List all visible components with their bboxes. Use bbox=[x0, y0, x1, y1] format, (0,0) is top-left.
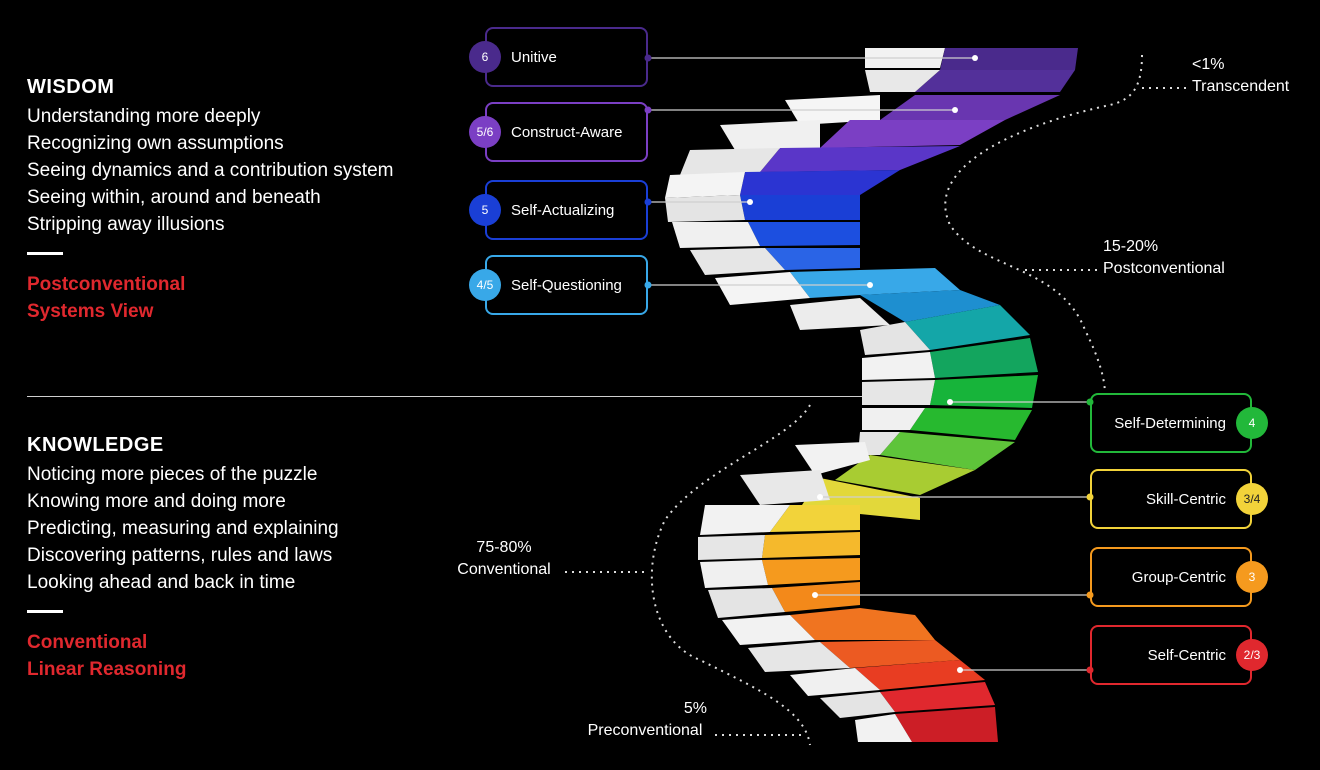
wisdom-red-line: Postconventional bbox=[27, 274, 186, 295]
pct-value: 75-80% bbox=[476, 539, 532, 556]
knowledge-line: Noticing more pieces of the puzzle bbox=[27, 464, 318, 485]
pct-postconventional: 15-20% Postconventional bbox=[1103, 236, 1225, 280]
stage-badge: 4/5 bbox=[469, 269, 501, 301]
stage-badge: 4 bbox=[1236, 407, 1268, 439]
pct-value: 5% bbox=[683, 700, 707, 717]
stage-skill-centric: Skill-Centric 3/4 bbox=[1090, 469, 1268, 529]
stage-badge: 2/3 bbox=[1236, 639, 1268, 671]
pct-label: Preconventional bbox=[587, 722, 703, 739]
knowledge-section: KNOWLEDGE Noticing more pieces of the pu… bbox=[27, 434, 339, 683]
connector-dots bbox=[747, 55, 978, 673]
stage-label: Self-Centric bbox=[1147, 646, 1226, 664]
pct-conventional: 75-80% Conventional bbox=[448, 537, 560, 581]
pct-value: 15-20% bbox=[1103, 238, 1159, 255]
pct-transcendent: <1% Transcendent bbox=[1192, 54, 1289, 98]
stage-badge: 3 bbox=[1236, 561, 1268, 593]
connector-lines bbox=[648, 57, 1090, 671]
stage-label: Self-Actualizing bbox=[511, 201, 615, 219]
pct-label: Conventional bbox=[457, 561, 551, 578]
wisdom-dash bbox=[27, 252, 63, 255]
stage-self-centric: Self-Centric 2/3 bbox=[1090, 625, 1268, 685]
stage-self-determining: Self-Determining 4 bbox=[1090, 393, 1268, 453]
wisdom-line: Stripping away illusions bbox=[27, 214, 225, 235]
stair-steps bbox=[665, 48, 1078, 742]
knowledge-line: Knowing more and doing more bbox=[27, 491, 286, 512]
knowledge-red-line: Conventional bbox=[27, 632, 148, 653]
stage-label: Self-Determining bbox=[1114, 414, 1226, 432]
pct-preconventional: 5% Preconventional bbox=[578, 698, 712, 742]
knowledge-line: Discovering patterns, rules and laws bbox=[27, 545, 333, 566]
stage-self-actualizing: 5 Self-Actualizing bbox=[469, 180, 648, 240]
pct-value: <1% bbox=[1192, 56, 1225, 73]
section-divider bbox=[27, 396, 867, 397]
stage-construct-aware: 5/6 Construct-Aware bbox=[469, 102, 648, 162]
wisdom-line: Understanding more deeply bbox=[27, 106, 261, 127]
knowledge-line: Predicting, measuring and explaining bbox=[27, 518, 339, 539]
wisdom-red-line: Systems View bbox=[27, 301, 154, 322]
wisdom-line: Recognizing own assumptions bbox=[27, 133, 284, 154]
knowledge-red-line: Linear Reasoning bbox=[27, 659, 187, 680]
knowledge-line: Looking ahead and back in time bbox=[27, 572, 296, 593]
wisdom-section: WISDOM Understanding more deeply Recogni… bbox=[27, 76, 393, 325]
stage-label: Skill-Centric bbox=[1145, 490, 1226, 508]
stage-label: Unitive bbox=[511, 48, 557, 66]
stage-group-centric: Group-Centric 3 bbox=[1090, 547, 1268, 607]
wisdom-heading: WISDOM bbox=[27, 76, 115, 98]
stage-label: Group-Centric bbox=[1131, 568, 1226, 586]
stage-badge: 5 bbox=[469, 194, 501, 226]
dotted-guides bbox=[565, 54, 1190, 746]
stage-badge: 3/4 bbox=[1236, 483, 1268, 515]
stage-badge: 6 bbox=[469, 41, 501, 73]
wisdom-line: Seeing within, around and beneath bbox=[27, 187, 321, 208]
stage-label: Construct-Aware bbox=[511, 123, 623, 141]
wisdom-line: Seeing dynamics and a contribution syste… bbox=[27, 160, 394, 181]
pct-label: Transcendent bbox=[1192, 78, 1290, 95]
stage-label: Self-Questioning bbox=[511, 276, 622, 294]
knowledge-heading: KNOWLEDGE bbox=[27, 434, 164, 456]
stage-self-questioning: 4/5 Self-Questioning bbox=[469, 255, 648, 315]
stage-unitive: 6 Unitive bbox=[469, 27, 648, 87]
knowledge-dash bbox=[27, 610, 63, 613]
stage-badge: 5/6 bbox=[469, 116, 501, 148]
pct-label: Postconventional bbox=[1103, 260, 1225, 277]
